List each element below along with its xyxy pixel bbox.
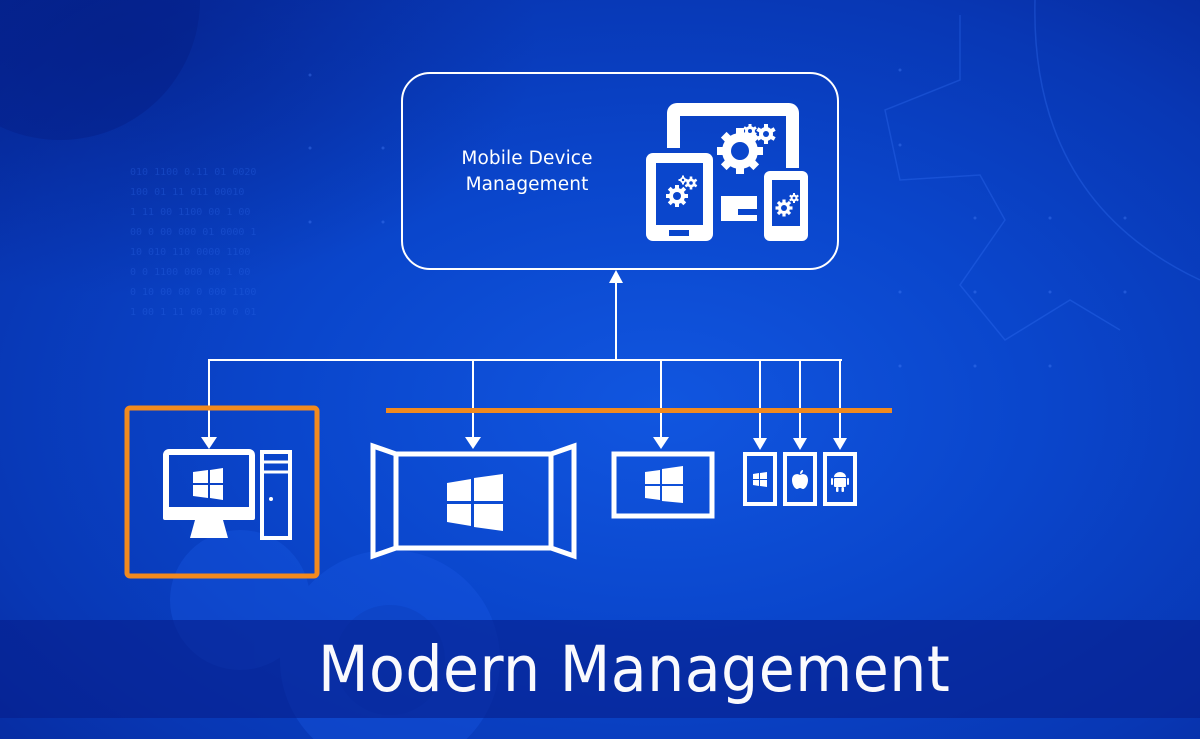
arrow-down-icon: [653, 437, 669, 449]
desktop-monitor-and-tower-icon: [163, 449, 292, 540]
arrow-down-icon: [465, 437, 481, 449]
mdm-box: [401, 72, 839, 270]
arrow-down-icon: [201, 437, 217, 449]
managed-devices-bar: [386, 408, 892, 413]
arrow-up-icon: [609, 270, 623, 283]
large-display-device[interactable]: [370, 442, 577, 560]
android-phone-device[interactable]: [823, 452, 857, 506]
arrowheads: [201, 270, 847, 450]
android-logo-icon: [831, 472, 849, 492]
mdm-label: Mobile Device Management: [432, 146, 622, 198]
mdm-label-line1: Mobile Device: [461, 148, 593, 169]
arrow-down-icon: [833, 438, 847, 450]
windows-logo-icon: [753, 472, 767, 487]
windows-logo-icon: [193, 468, 223, 500]
windows-logo-icon: [645, 466, 683, 503]
highlight-box: [124, 405, 320, 579]
connector-lines: [208, 282, 842, 438]
windows-phone-device[interactable]: [743, 452, 777, 506]
devices-with-gears-icon: [646, 103, 808, 241]
large-display-icon: [370, 442, 577, 560]
tablet-icon: [611, 451, 715, 519]
page-title-text: Modern Management: [318, 632, 951, 706]
phone-icon: [783, 452, 817, 506]
page-title: Modern Management: [0, 620, 1200, 718]
title-band: [0, 620, 1200, 718]
iphone-device[interactable]: [783, 452, 817, 506]
apple-logo-icon: [792, 470, 808, 489]
tablet-device[interactable]: [611, 451, 715, 519]
phone-icon: [823, 452, 857, 506]
phone-icon: [743, 452, 777, 506]
mdm-label-line2: Management: [465, 174, 589, 195]
desktop-device[interactable]: [124, 405, 320, 579]
arrow-down-icon: [753, 438, 767, 450]
arrow-down-icon: [793, 438, 807, 450]
windows-logo-icon: [447, 474, 503, 531]
